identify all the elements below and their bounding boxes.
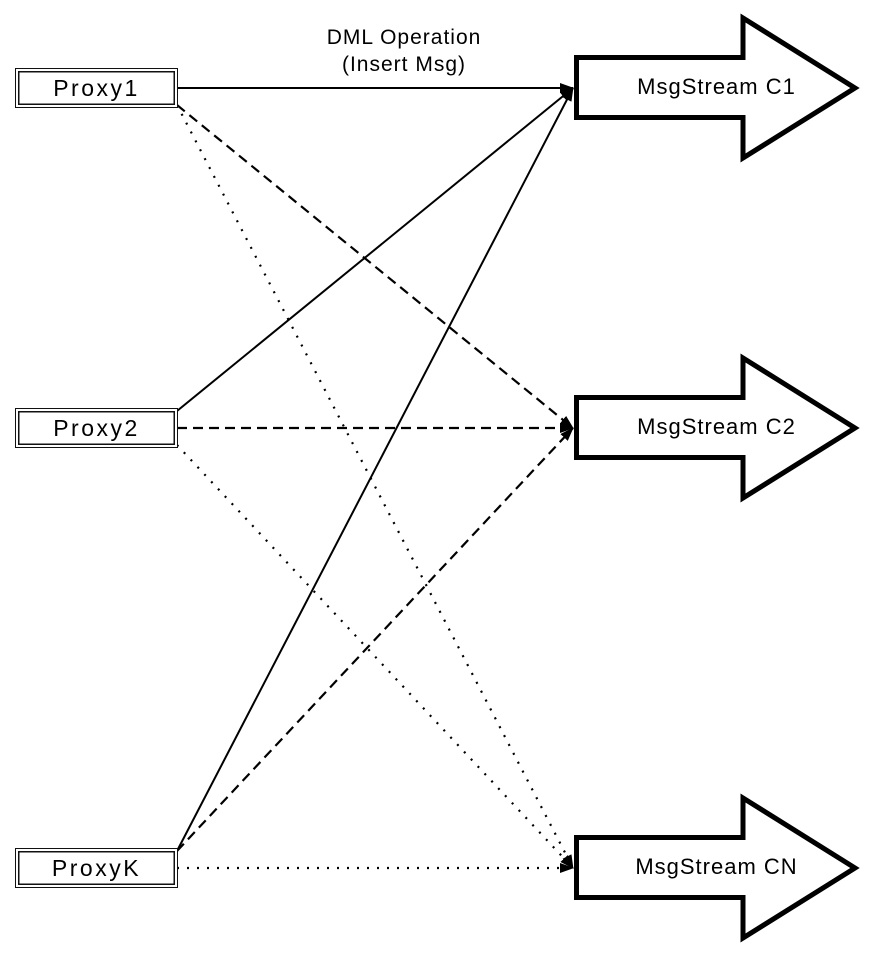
proxy2-node: Proxy2 (15, 408, 178, 448)
edge-proxy1-c2 (176, 104, 574, 429)
dml-operation-label: DML Operation (Insert Msg) (327, 24, 482, 78)
edge-proxy2-cn (176, 444, 574, 869)
dml-operation-label-line1: DML Operation (326, 26, 482, 49)
proxyk-label: ProxyK (51, 854, 142, 881)
edge-proxy2-c1 (176, 87, 574, 412)
msgstream-cn-node: MsgStream CN (574, 793, 860, 943)
edge-proxyk-c1 (176, 87, 574, 852)
proxy2-label: Proxy2 (53, 414, 140, 441)
block-arrow-icon (574, 353, 860, 503)
msgstream-cn-label: MsgStream CN (635, 854, 798, 879)
block-arrow-icon (574, 793, 860, 943)
msgstream-c2-label: MsgStream C2 (637, 414, 796, 439)
msgstream-c1-label: MsgStream C1 (637, 74, 796, 99)
block-arrow-icon (574, 13, 860, 163)
edge-proxyk-c2 (176, 427, 574, 852)
edge-proxy1-cn (176, 104, 574, 869)
dml-operation-label-line2: (Insert Msg) (341, 53, 466, 76)
proxy1-node: Proxy1 (15, 68, 178, 108)
msgstream-c1-node: MsgStream C1 (574, 13, 860, 163)
msgstream-c2-node: MsgStream C2 (574, 353, 860, 503)
proxyk-node: ProxyK (15, 848, 178, 888)
proxy1-label: Proxy1 (53, 74, 140, 101)
